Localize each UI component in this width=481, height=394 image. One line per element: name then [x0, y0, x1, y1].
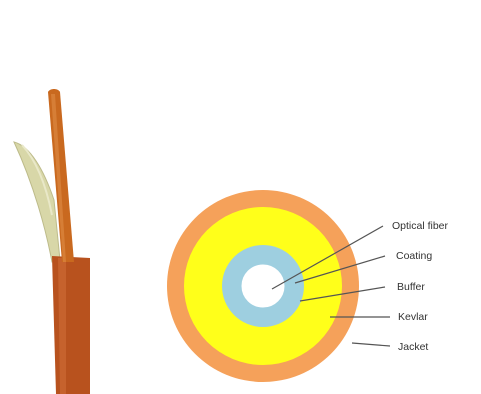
label-jacket: Jacket [398, 341, 428, 353]
cable-side-view-icon [14, 89, 90, 394]
cable-cross-section-icon [167, 190, 359, 382]
label-kevlar: Kevlar [398, 311, 428, 323]
label-coating: Coating [396, 250, 432, 262]
label-buffer: Buffer [397, 281, 425, 293]
leader-jacket [352, 343, 390, 346]
cable-jacket-icon [52, 256, 90, 394]
kevlar-strands-icon [14, 142, 60, 262]
label-optical-fiber: Optical fiber [392, 220, 449, 232]
